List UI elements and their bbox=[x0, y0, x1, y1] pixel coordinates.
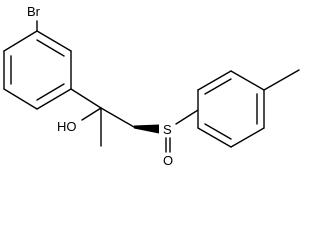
molecule-structure: Br HO S O bbox=[3, 4, 300, 168]
c-ch2-bond bbox=[100, 107, 135, 128]
ring-to-quaternary-carbon-bond bbox=[70, 88, 102, 109]
sulfur-label: S bbox=[163, 122, 172, 137]
oxygen-label: O bbox=[163, 153, 173, 168]
tolyl-methyl-bond bbox=[263, 69, 300, 91]
tolyl-ring bbox=[197, 70, 265, 148]
c-oh-bond bbox=[81, 107, 102, 121]
bromine-label: Br bbox=[27, 4, 41, 19]
hydroxyl-label: HO bbox=[57, 119, 77, 134]
wedge-bond bbox=[134, 124, 159, 134]
s-ring-bond bbox=[175, 109, 199, 125]
bromophenyl-ring bbox=[3, 30, 72, 110]
